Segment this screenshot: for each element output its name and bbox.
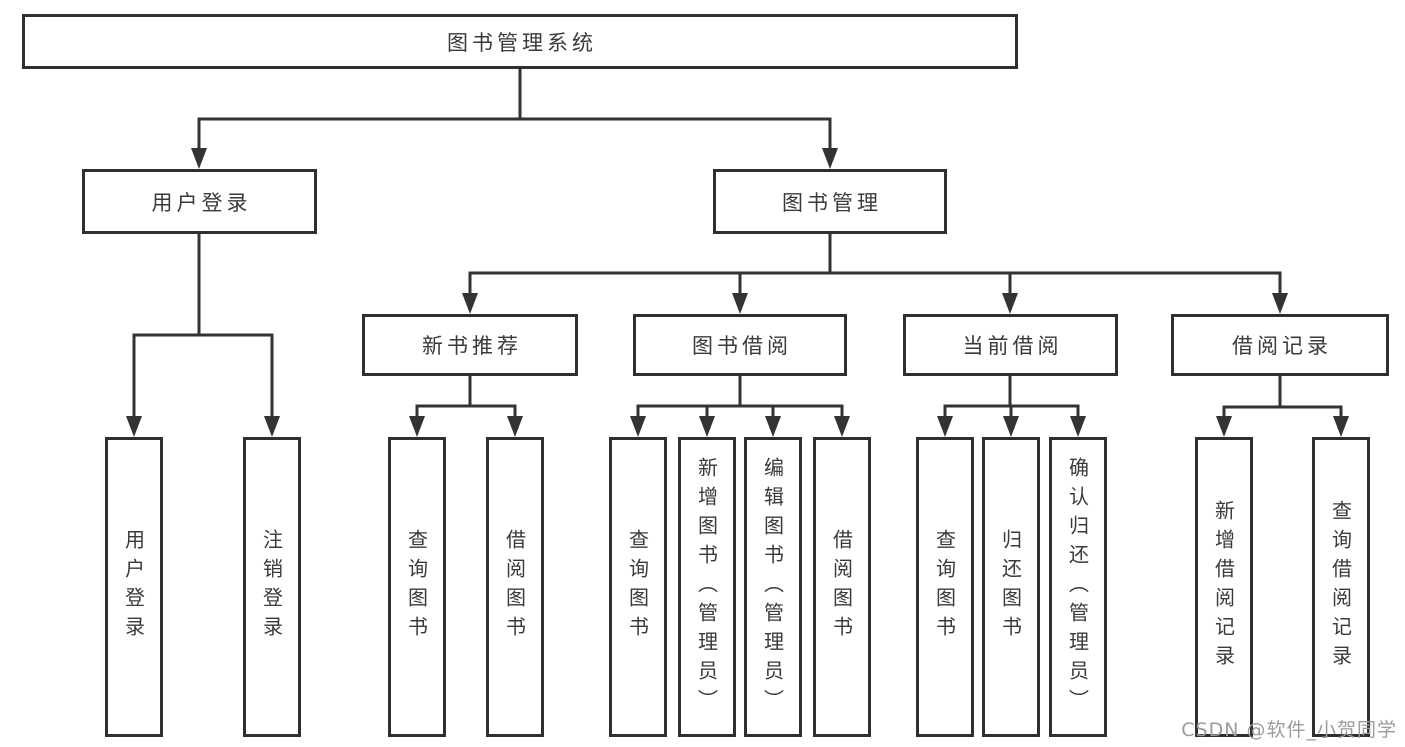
arrow-down-icon: [1002, 293, 1018, 314]
connector-userlogin-to-leaves: [126, 234, 280, 437]
leaf-edit-book-admin: 编辑图书（管理员）: [744, 437, 802, 737]
connector-root-to-level1: [191, 69, 838, 169]
arrow-down-icon: [1003, 416, 1019, 437]
leaf-add-borrow-record: 新增借阅记录: [1195, 437, 1253, 737]
arrow-down-icon: [126, 416, 142, 437]
leaf-confirm-return-admin: 确认归还（管理员）: [1049, 437, 1107, 737]
leaf-query-borrow-record: 查询借阅记录: [1312, 437, 1370, 737]
arrow-down-icon: [630, 416, 646, 437]
arrow-down-icon: [1216, 416, 1232, 437]
leaf-borrow-book-recommend: 借阅图书: [486, 437, 544, 737]
arrow-down-icon: [1070, 416, 1086, 437]
node-book-borrow: 图书借阅: [633, 314, 847, 376]
connector-borrowrecord-to-leaves: [1216, 376, 1349, 437]
node-new-book-recommend: 新书推荐: [362, 314, 578, 376]
arrow-down-icon: [834, 416, 850, 437]
arrow-down-icon: [699, 416, 715, 437]
node-root-system: 图书管理系统: [22, 14, 1018, 69]
csdn-watermark: CSDN @软件_小贺同学: [1181, 719, 1397, 741]
arrow-down-icon: [1333, 416, 1349, 437]
arrow-down-icon: [462, 293, 478, 314]
arrow-down-icon: [937, 416, 953, 437]
node-book-management: 图书管理: [713, 169, 947, 234]
leaf-return-book: 归还图书: [982, 437, 1040, 737]
leaf-user-login: 用户登录: [105, 437, 163, 737]
connector-currentborrow-to-leaves: [937, 376, 1086, 437]
arrow-down-icon: [765, 416, 781, 437]
node-borrow-record: 借阅记录: [1171, 314, 1389, 376]
leaf-query-book-current: 查询图书: [916, 437, 974, 737]
connector-newbook-to-leaves: [409, 376, 523, 437]
arrow-down-icon: [409, 416, 425, 437]
connector-bookmgmt-to-level2: [462, 234, 1288, 314]
arrow-down-icon: [507, 416, 523, 437]
node-user-login: 用户登录: [82, 169, 317, 234]
arrow-down-icon: [732, 293, 748, 314]
leaf-logout-login: 注销登录: [243, 437, 301, 737]
arrow-down-icon: [264, 416, 280, 437]
arrow-down-icon: [822, 148, 838, 169]
leaf-query-book-borrow: 查询图书: [609, 437, 667, 737]
leaf-query-book-recommend: 查询图书: [388, 437, 446, 737]
leaf-add-book-admin: 新增图书（管理员）: [678, 437, 736, 737]
leaf-borrow-book: 借阅图书: [813, 437, 871, 737]
node-current-borrow: 当前借阅: [903, 314, 1118, 376]
arrow-down-icon: [1272, 293, 1288, 314]
arrow-down-icon: [191, 148, 207, 169]
connector-bookborrow-to-leaves: [630, 376, 850, 437]
